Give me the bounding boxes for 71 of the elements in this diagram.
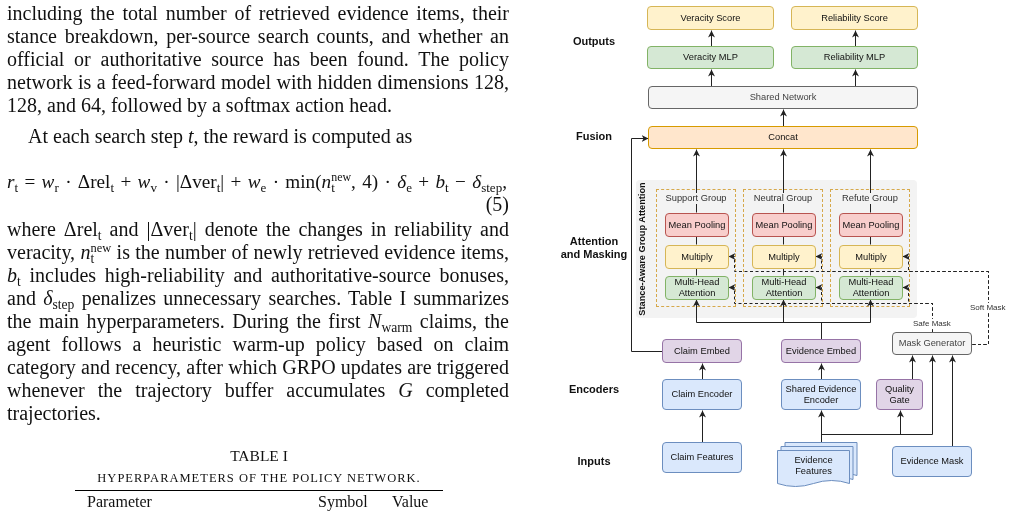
connector-line (870, 268, 871, 276)
arrow (821, 355, 936, 443)
process-box: Multiply (839, 245, 903, 269)
edge-label: Safe Mask (911, 318, 953, 328)
process-box: Veracity MLP (647, 46, 774, 69)
process-box: Reliability Score (791, 6, 918, 30)
dashed-arrow (728, 253, 989, 345)
dashed-group-box (830, 189, 910, 307)
arrow (708, 69, 715, 87)
arrow (818, 363, 825, 380)
table-caption: HYPERPARAMETERS OF THE POLICY NETWORK. (96, 470, 422, 487)
arrow (780, 149, 787, 213)
connector-line (696, 268, 697, 276)
arrow (867, 149, 874, 213)
paragraph: At each search step t, the reward is computed as (27, 125, 414, 148)
process-box: Multi-Head Attention (839, 276, 903, 300)
arrow (909, 355, 916, 380)
arrow (693, 149, 700, 213)
row-label: Outputs (571, 35, 617, 48)
process-box: Multiply (665, 245, 729, 269)
process-box: Evidence Embed (781, 339, 861, 363)
process-box: Mean Pooling (839, 213, 903, 237)
edge-label: Soft Mask (968, 302, 1008, 312)
connector-line (870, 236, 871, 245)
process-box: Veracity Score (647, 6, 774, 30)
row-label: Encoders (567, 383, 621, 396)
column-header: Symbol (318, 493, 368, 511)
process-box: Mask Generator (892, 332, 972, 355)
connector-line (783, 236, 784, 245)
container-panel (636, 180, 917, 318)
process-box: Shared Evidence Encoder (781, 379, 861, 410)
group-title: Refute Group (841, 193, 899, 204)
dashed-arrow (728, 284, 933, 333)
column-header: Value (392, 493, 429, 511)
process-box: Concat (648, 126, 918, 149)
arrow (699, 363, 706, 380)
panel-title: Stance-Aware Group Attention (636, 181, 648, 318)
row-label: Attention and Masking (560, 235, 628, 261)
arrow (631, 135, 663, 352)
column-header: Parameter (87, 493, 152, 511)
process-box: Claim Embed (662, 339, 742, 363)
process-box: Reliability MLP (791, 46, 918, 69)
process-box: Evidence Mask (892, 446, 972, 477)
dashed-group-box (656, 189, 736, 307)
connector-line (696, 236, 697, 245)
process-box: Mean Pooling (665, 213, 729, 237)
group-title: Neutral Group (752, 193, 814, 204)
dashed-group-box (743, 189, 823, 307)
row-label: Inputs (576, 455, 612, 468)
arrow (852, 69, 859, 87)
arrow (699, 410, 706, 443)
process-box: Claim Encoder (662, 379, 742, 410)
row-label: Fusion (574, 130, 614, 143)
connector-line (783, 268, 784, 276)
process-box: Shared Network (648, 86, 918, 109)
process-box: Multi-Head Attention (752, 276, 816, 300)
paragraph: including the total number of retrieved evidence items, their stance breakdown, per-source search counts, and whether an official or authoritative source has been found. The policy network is a feed-forward model with hidden dimensions 128, 128, and 64, followed by a softmax action head. (7, 2, 509, 117)
process-box: Multiply (752, 245, 816, 269)
arrow (780, 109, 787, 127)
process-box: Quality Gate (876, 379, 923, 410)
process-box: Mean Pooling (752, 213, 816, 237)
table-title: TABLE I (229, 446, 289, 466)
arrow (821, 299, 874, 340)
paragraph: where Δrel$_{t}$ and |Δver$_{t}$| denote the changes in reliability and veracity, n$_{t}$$^{new}$ is the number of newly retrieved evidence items, b$_{t}$ includes high-reliability and authoritative-source bonuses, and δ$_{step}$ penalizes unnecessary searches. Table I summarizes the main hyperparameters. During the first N$_{warm}$ claims, the agent follows a heuristic warm-up policy based on claim category and recency, after which GRPO updates are triggered whenever the trajectory buffer accumulates G completed trajectories. (7, 218, 509, 425)
arrow (949, 355, 956, 447)
arrow (708, 30, 715, 47)
process-box: Claim Features (662, 442, 742, 473)
process-box: Multi-Head Attention (665, 276, 729, 300)
group-title: Support Group (664, 193, 728, 204)
equation: r$_{t}$ = w$_{r}$ · Δrel$_{t}$ + w$_{v}$ · |Δver$_{t}$| + w$_{e}$ · min(n$_{t}$$^{new}$, 4) · δ$_{e}$ + b$_{t}$ − δ$_{step}$, (7, 170, 507, 193)
arrow (852, 30, 859, 47)
